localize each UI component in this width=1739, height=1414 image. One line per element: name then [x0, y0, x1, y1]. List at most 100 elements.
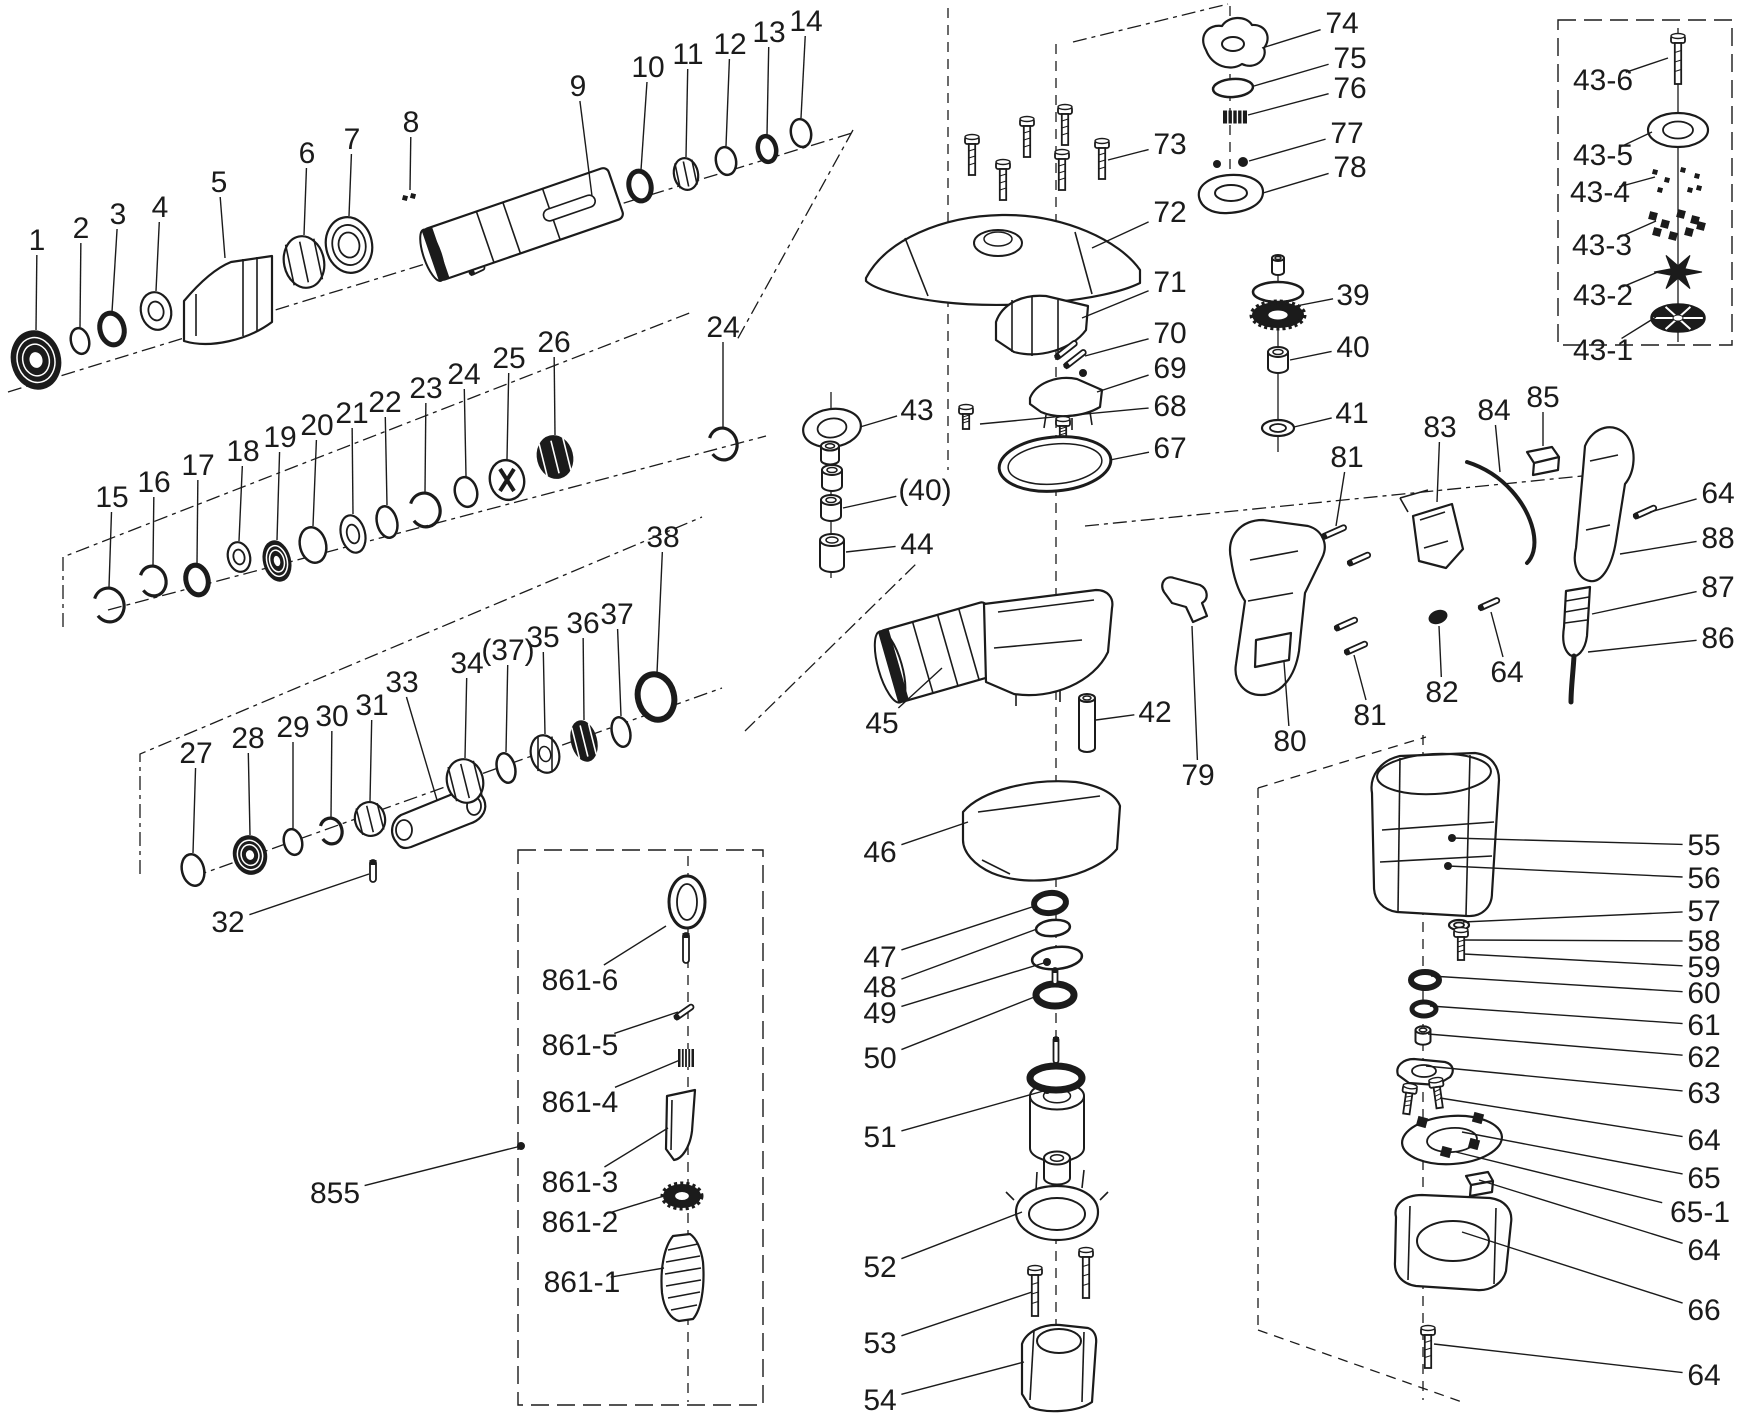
part-shape — [236, 839, 264, 871]
part-8615 — [673, 1003, 695, 1021]
part-shape — [97, 310, 127, 348]
leader-18 — [238, 465, 244, 542]
part-shape — [16, 336, 56, 384]
part-18 — [226, 541, 252, 573]
part-label-7-6: 7 — [344, 123, 361, 156]
part-shape — [1260, 418, 1296, 438]
part-71 — [994, 294, 1090, 356]
part-7 — [324, 216, 374, 274]
leader-49 — [901, 961, 1048, 1008]
part-shape — [816, 417, 848, 439]
part-label-62-95: 62 — [1687, 1041, 1720, 1074]
leader-64 — [1490, 611, 1504, 658]
part-shape — [1032, 980, 1078, 1010]
part-label-43-2-86: 43-2 — [1573, 279, 1633, 312]
leader-79 — [1191, 625, 1199, 761]
part-label-861-4-105: 861-4 — [542, 1086, 619, 1119]
part-51a — [1029, 1081, 1085, 1163]
leader-43-2 — [1621, 271, 1659, 288]
part-83 — [1399, 489, 1465, 570]
part-shape — [1031, 889, 1069, 917]
leader-3 — [111, 228, 118, 313]
part-shape — [1420, 1324, 1436, 1332]
part-shape — [1034, 918, 1072, 938]
part-label-20-19: 20 — [300, 409, 333, 442]
part-label-43-1-87: 43-1 — [1573, 334, 1633, 367]
part-label-84-76: 84 — [1477, 394, 1510, 427]
part-shape — [983, 231, 1013, 247]
part-label-81-72: 81 — [1353, 699, 1386, 732]
part-label-25-24: 25 — [492, 342, 525, 375]
part-80w — [1253, 631, 1293, 669]
part-label-28-28: 28 — [231, 722, 264, 755]
part-70a — [1053, 340, 1078, 361]
part-label-17-16: 17 — [181, 449, 214, 482]
part-label-57-90: 57 — [1687, 895, 1720, 928]
part-51d — [1052, 1036, 1060, 1064]
part-shape — [1670, 32, 1686, 40]
part-label-75-41: 75 — [1333, 42, 1366, 75]
leader-10 — [640, 81, 648, 171]
part-label-67-51: 67 — [1153, 432, 1186, 465]
leader-69 — [1096, 374, 1149, 393]
part-shape — [21, 343, 51, 377]
leader-76 — [1247, 92, 1329, 116]
part-label-32-32: 32 — [211, 906, 244, 939]
part-label-70-48: 70 — [1153, 317, 1186, 350]
leader-62 — [1427, 1033, 1683, 1056]
axis-line — [139, 516, 703, 874]
part-label-861-3-106: 861-3 — [542, 1166, 619, 1199]
axis-line — [1084, 471, 1623, 527]
part-shape — [826, 466, 838, 474]
leader-58 — [1463, 939, 1683, 942]
leader-36 — [582, 637, 585, 721]
part-39c — [1271, 254, 1285, 276]
leader-81 — [1335, 471, 1346, 527]
leader-34 — [464, 677, 468, 759]
part-43-3 — [1648, 209, 1706, 241]
part-label-60-93: 60 — [1687, 977, 1720, 1010]
part-shape — [226, 541, 252, 573]
part-47 — [1031, 889, 1069, 917]
part-label-81-71: 81 — [1330, 441, 1363, 474]
part-label-4-3: 4 — [152, 191, 169, 224]
leader-14 — [800, 35, 806, 119]
part-label-(40)-53: (40) — [898, 474, 951, 507]
leader-59 — [1463, 953, 1683, 967]
part-label-77-43: 77 — [1330, 117, 1363, 150]
part-shape — [395, 819, 413, 841]
part-69 — [1028, 376, 1104, 430]
part-34 — [445, 758, 485, 804]
part-48 — [1034, 918, 1072, 938]
part-78 — [1197, 173, 1265, 215]
part-shape — [1049, 1154, 1065, 1162]
part-shape — [240, 843, 260, 867]
part-shape — [408, 491, 442, 529]
leader-83 — [1436, 441, 1441, 503]
part-24b — [707, 426, 739, 462]
leader-68 — [979, 407, 1149, 425]
part-36 — [570, 720, 598, 762]
part-81c — [1333, 616, 1359, 632]
part-10 — [626, 168, 654, 204]
part-label-43-5-83: 43-5 — [1573, 139, 1633, 172]
leader-dot-855 — [517, 1142, 525, 1150]
part-65b — [1415, 1111, 1485, 1159]
part-shape — [1266, 309, 1290, 321]
part-43-4 — [1651, 166, 1703, 194]
part-shape — [995, 158, 1011, 166]
part-shape — [676, 883, 698, 921]
part-shape — [272, 554, 282, 568]
part-label-26-25: 26 — [537, 326, 570, 359]
part-label-31-31: 31 — [355, 689, 388, 722]
leader-60 — [1430, 975, 1683, 993]
part-label-65-98: 65 — [1687, 1162, 1720, 1195]
leader-dot-49 — [1043, 958, 1051, 966]
part-label-64-74: 64 — [1490, 656, 1523, 689]
part-41 — [1260, 418, 1296, 438]
part-shape — [1078, 1246, 1094, 1254]
part-64c — [1401, 1082, 1418, 1116]
leader-37 — [616, 628, 622, 717]
part-shape — [1414, 1025, 1432, 1035]
